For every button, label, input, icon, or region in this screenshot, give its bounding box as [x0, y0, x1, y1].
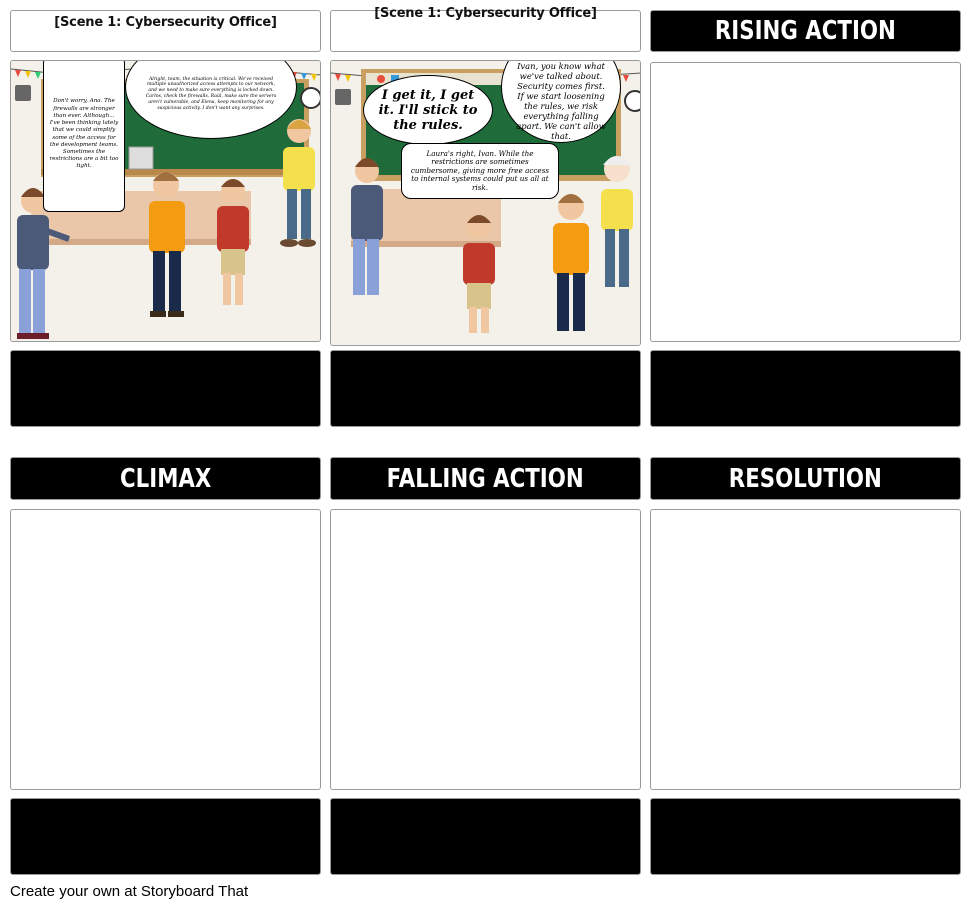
heading-falling-action: FALLING ACTION — [330, 457, 641, 500]
caption-1 — [10, 350, 321, 427]
speech-bubble-laura-text: Ivan, you know what we've talked about. … — [516, 61, 606, 141]
caption-4 — [10, 798, 321, 875]
panel-1: Don't worry, Ana. The firewalls are stro… — [10, 60, 321, 342]
caption-5 — [330, 798, 641, 875]
scene-title-2: [Scene 1: Cybersecurity Office] — [330, 6, 641, 52]
speech-bubble-left: Don't worry, Ana. The firewalls are stro… — [43, 61, 125, 212]
panel-5 — [330, 509, 641, 790]
scene-title-2-text: [Scene 1: Cybersecurity Office] — [374, 6, 597, 21]
speech-bubble-center-text: Laura's right, Ivan. While the restricti… — [410, 148, 550, 192]
footer-credit[interactable]: Create your own at Storyboard That — [10, 883, 248, 900]
scene-title-1: [Scene 1: Cybersecurity Office] — [10, 10, 321, 52]
footer-credit-text: Create your own at Storyboard That — [10, 883, 249, 900]
panel-6 — [650, 509, 961, 790]
panel-3 — [650, 62, 961, 342]
caption-2 — [330, 350, 641, 427]
heading-resolution-text: RESOLUTION — [728, 463, 883, 494]
heading-climax-text: CLIMAX — [119, 463, 212, 494]
speech-bubble-left-text: Don't worry, Ana. The firewalls are stro… — [49, 98, 119, 170]
speech-bubble-laura: Ivan, you know what we've talked about. … — [501, 61, 621, 143]
heading-falling-action-text: FALLING ACTION — [386, 463, 585, 494]
heading-climax: CLIMAX — [10, 457, 321, 500]
speech-bubble-agree: I get it, I get it. I'll stick to the ru… — [363, 75, 493, 145]
panel-4 — [10, 509, 321, 790]
heading-rising-action-text: RISING ACTION — [714, 16, 896, 46]
panel-2: I get it, I get it. I'll stick to the ru… — [330, 60, 641, 346]
heading-rising-action: RISING ACTION — [650, 10, 961, 52]
panel-2-scene — [331, 61, 640, 345]
heading-resolution: RESOLUTION — [650, 457, 961, 500]
speech-bubble-agree-text: I get it, I get it. I'll stick to the ru… — [378, 87, 478, 133]
scene-title-1-text: [Scene 1: Cybersecurity Office] — [54, 15, 277, 30]
speech-bubble-center: Laura's right, Ivan. While the restricti… — [401, 143, 559, 199]
caption-6 — [650, 798, 961, 875]
speech-bubble-top-text: Alright, team, the situation is critical… — [145, 76, 277, 111]
caption-3 — [650, 350, 961, 427]
